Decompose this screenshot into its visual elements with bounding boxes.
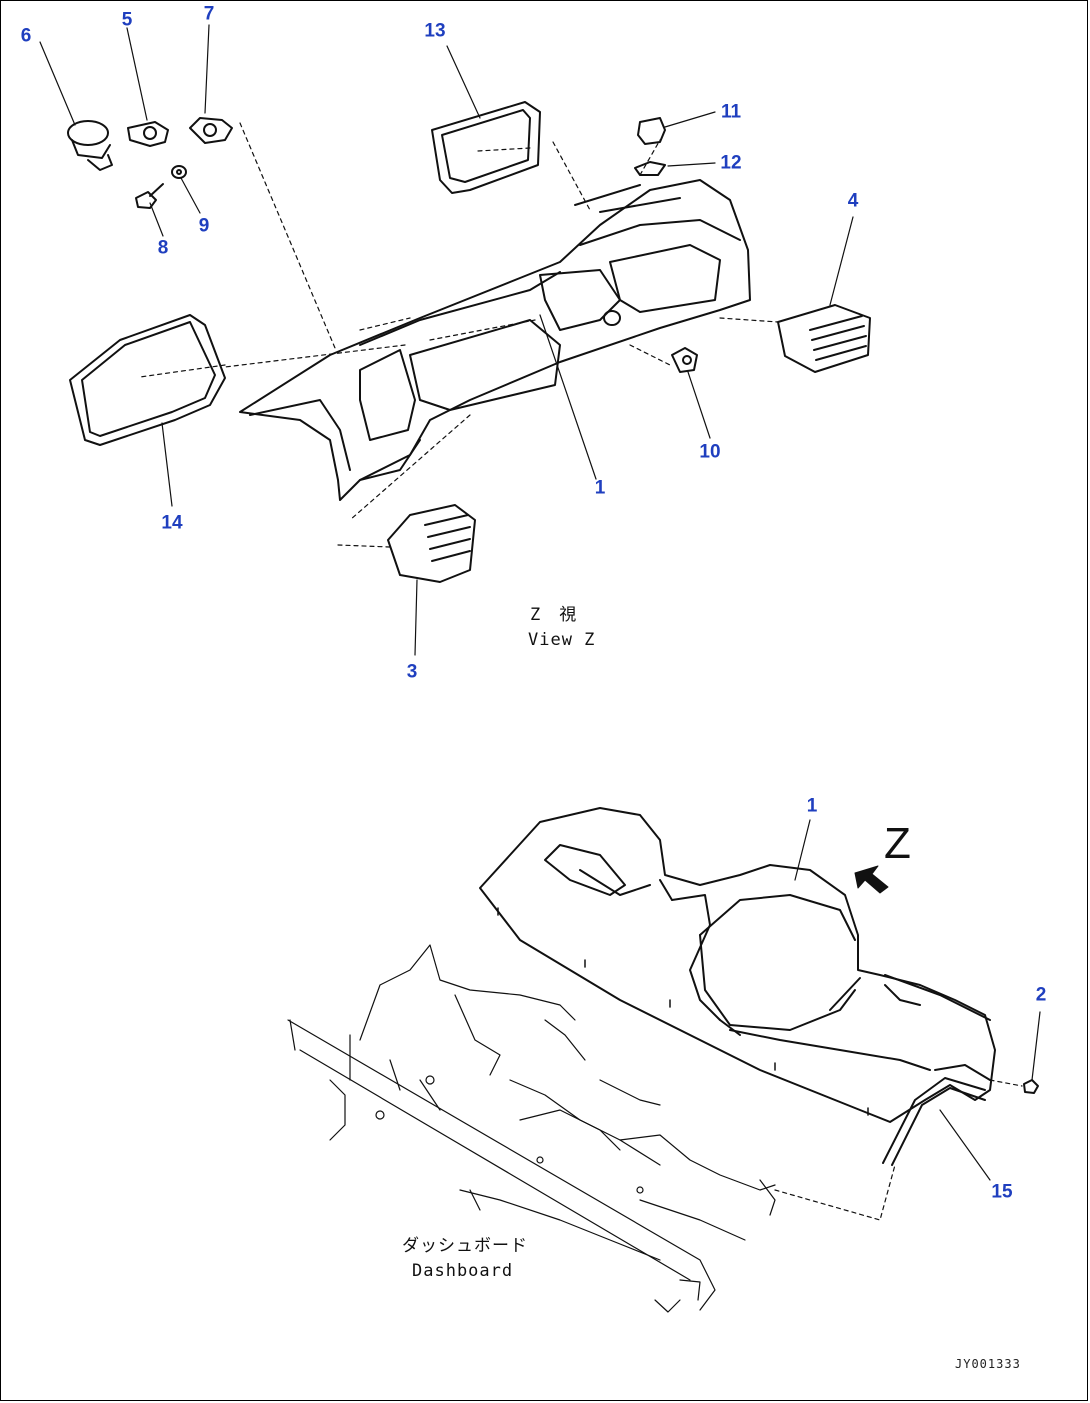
- part-14-monitor-frame: [69, 314, 226, 446]
- part-12-plate: [634, 161, 666, 176]
- drawing-id: JY001333: [955, 1357, 1021, 1371]
- view-z-arrow-label: Z: [884, 819, 911, 868]
- callout-5[interactable]: 5: [121, 9, 133, 31]
- callout-15[interactable]: 15: [991, 1181, 1013, 1203]
- part-10-socket: [671, 347, 698, 373]
- callout-6[interactable]: 6: [20, 25, 32, 47]
- callout-4[interactable]: 4: [847, 190, 859, 212]
- part-4-air-vent: [777, 304, 871, 373]
- dashboard-structure: [287, 944, 776, 1313]
- callout-9[interactable]: 9: [198, 215, 210, 237]
- part-6-lamp-housing: [67, 120, 113, 171]
- callout-14[interactable]: 14: [161, 512, 183, 534]
- part-11-switch: [637, 117, 666, 145]
- callout-leaders-bottom: [794, 819, 1041, 1181]
- part-3-air-vent: [387, 504, 476, 583]
- part-8-bolt: [135, 183, 164, 209]
- part-9-washer: [171, 165, 187, 179]
- callout-13[interactable]: 13: [424, 20, 446, 42]
- callout-10[interactable]: 10: [699, 441, 721, 463]
- view-z-arrow: [854, 865, 889, 894]
- callout-1-top[interactable]: 1: [594, 477, 606, 499]
- part-15-trim-strip: [882, 1077, 986, 1166]
- callout-2[interactable]: 2: [1035, 984, 1047, 1006]
- dashboard-caption-en: Dashboard: [412, 1261, 514, 1281]
- callout-12[interactable]: 12: [720, 152, 742, 174]
- view-z-caption-jp: Z 視: [530, 605, 578, 625]
- callout-7[interactable]: 7: [203, 3, 215, 25]
- dashboard-cover-panel: [239, 179, 751, 501]
- view-z-caption-en: View Z: [528, 630, 596, 650]
- callout-1-bottom[interactable]: 1: [806, 795, 818, 817]
- callout-3[interactable]: 3: [406, 661, 418, 683]
- callout-11[interactable]: 11: [720, 101, 742, 123]
- part-2-nut: [1023, 1079, 1039, 1094]
- callout-leaders-top: [39, 24, 854, 656]
- dashboard-caption-jp: ダッシュボード: [402, 1236, 528, 1256]
- top-leader-lines: [139, 122, 779, 548]
- bottom-leader-lines: [774, 1079, 1023, 1221]
- panel-clips: [497, 907, 869, 1116]
- part-5-switch: [127, 121, 169, 147]
- dashboard-cover-assembled: [479, 807, 996, 1123]
- callout-8[interactable]: 8: [157, 237, 169, 259]
- part-7-bracket: [189, 117, 233, 144]
- part-13-display-frame: [431, 101, 541, 194]
